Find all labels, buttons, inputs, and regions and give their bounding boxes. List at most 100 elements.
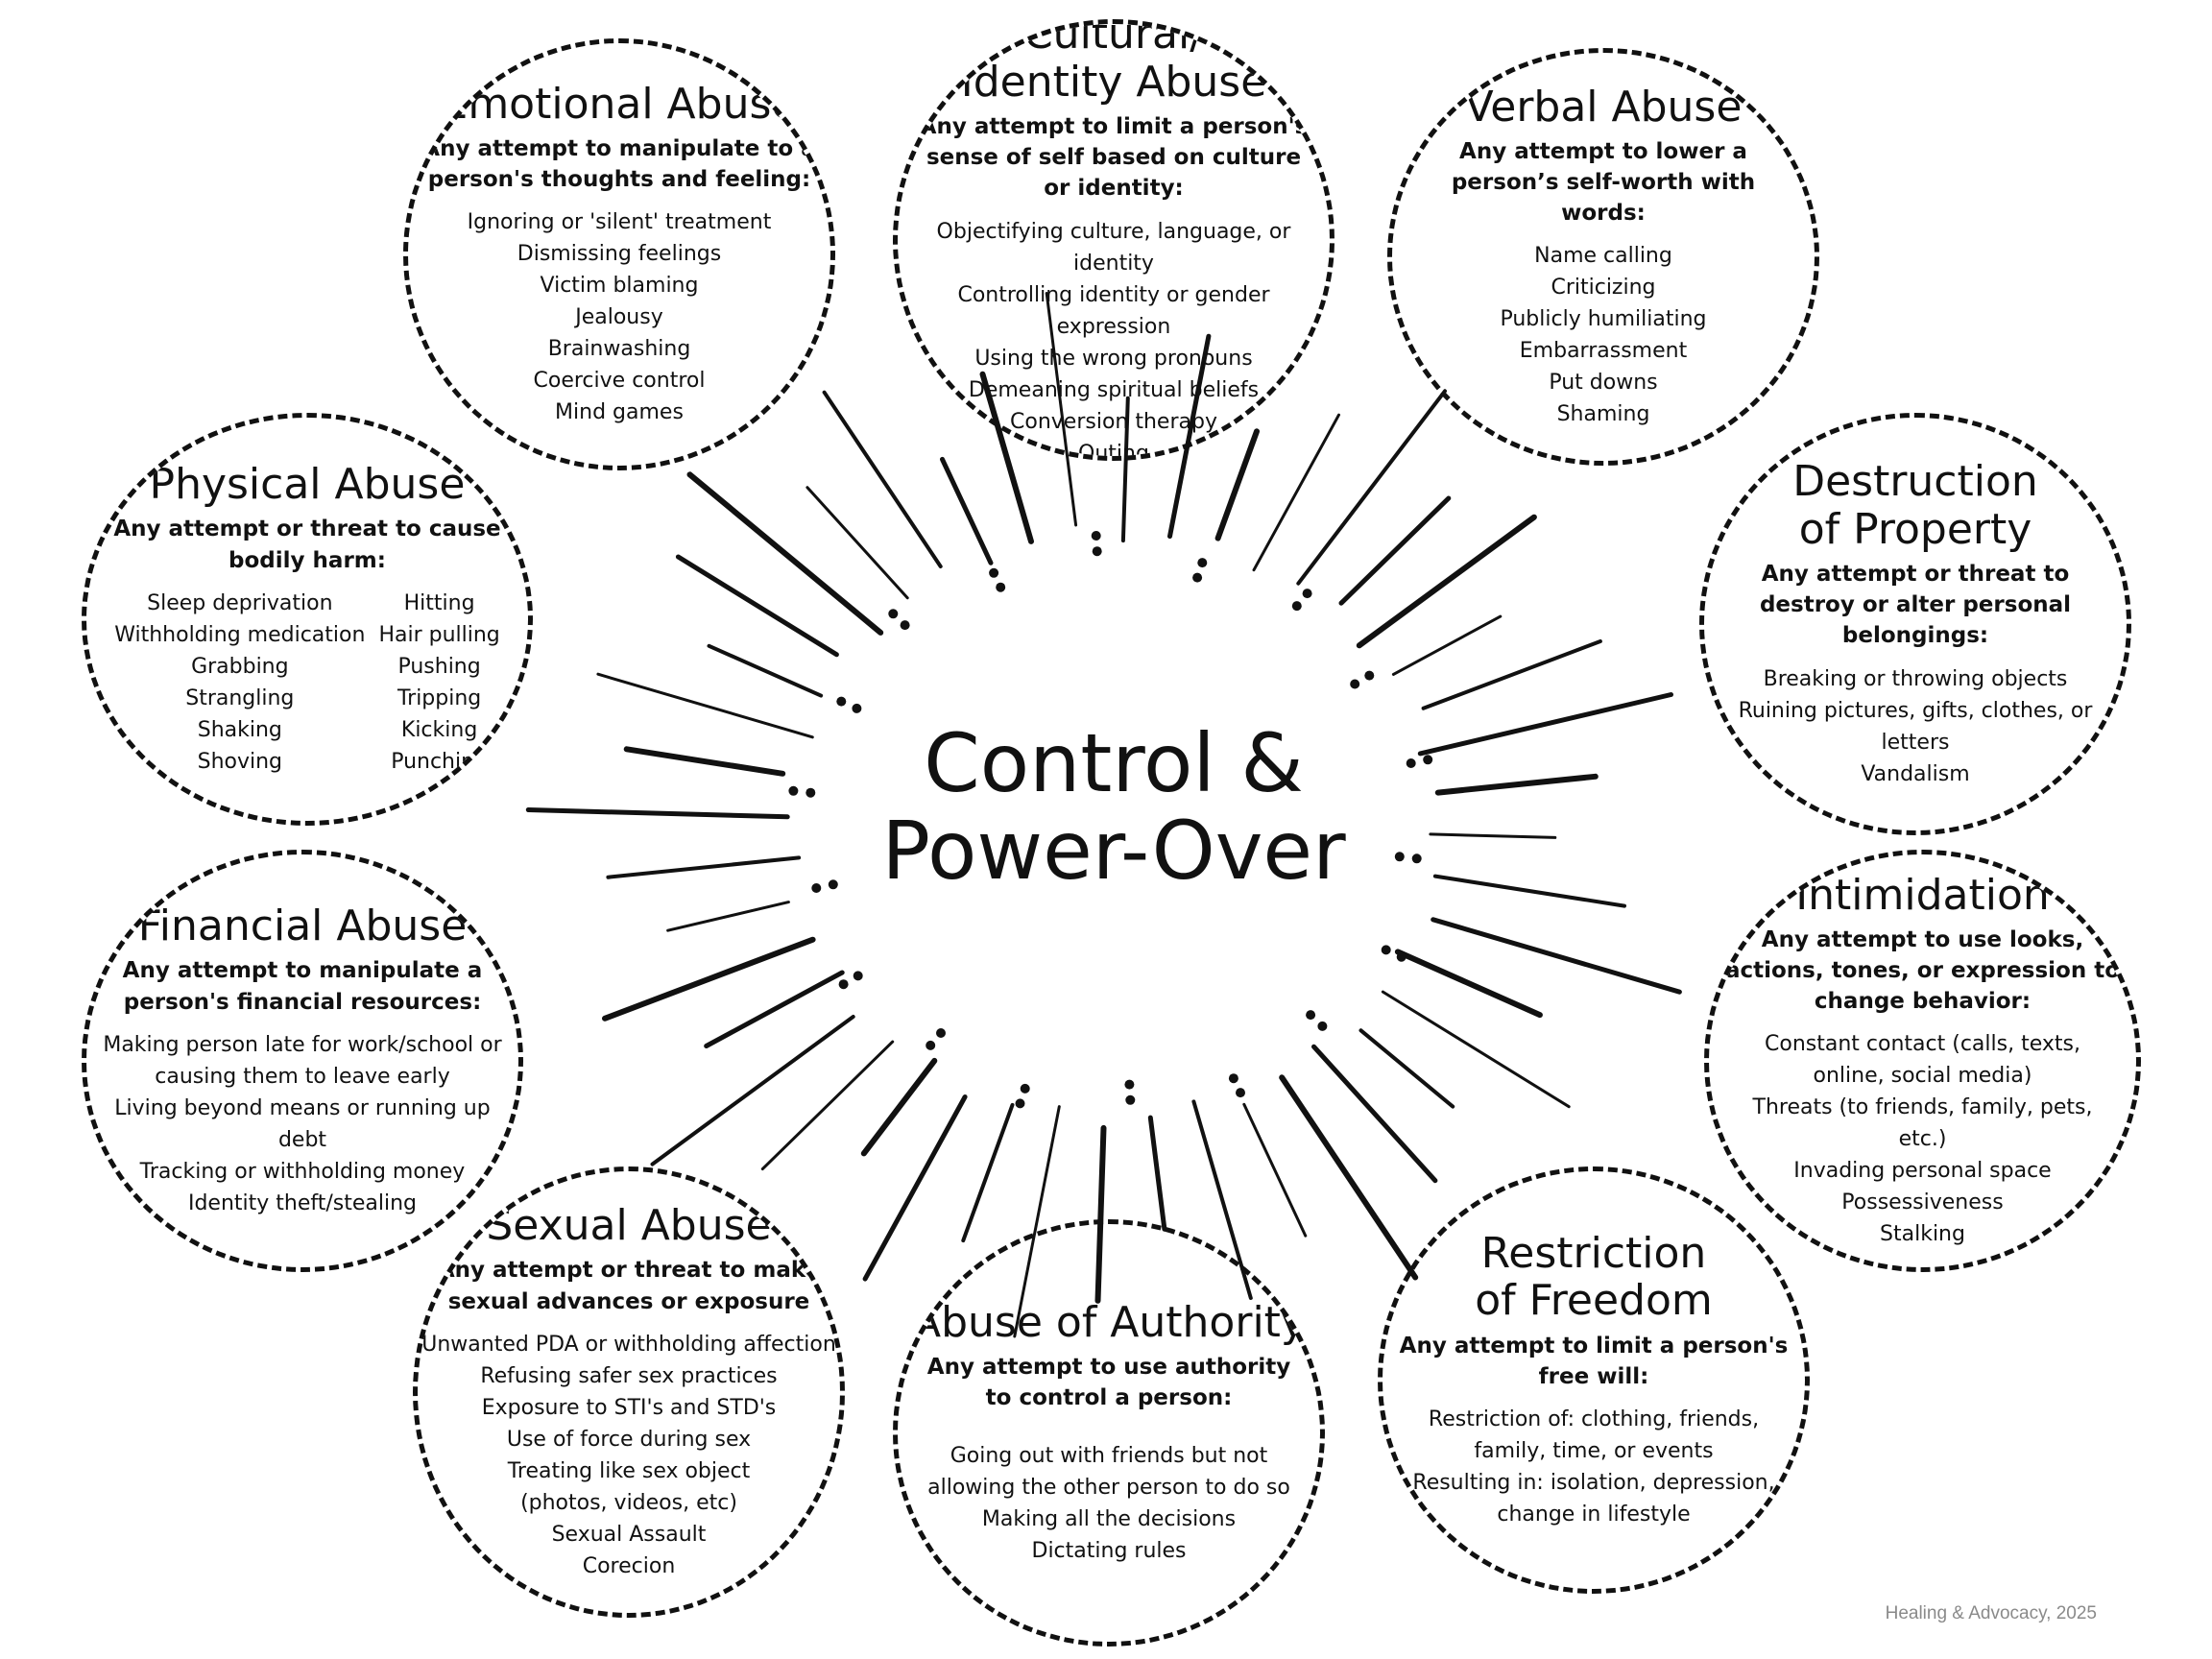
burst-dot <box>1306 1010 1316 1021</box>
list-item: Going out with friends but not allowing … <box>927 1444 1290 1501</box>
list-item: Shoving <box>197 749 283 774</box>
title-line-2: of Freedom <box>1475 1276 1713 1326</box>
center-line-1: Control & <box>924 716 1304 810</box>
list-item: Ignoring or 'silent' treatment <box>467 210 772 235</box>
list-item: Kicking <box>400 717 478 742</box>
list-item: Stalking <box>1880 1222 1965 1247</box>
burst-dot <box>1125 1094 1136 1105</box>
burst-dot <box>1406 758 1416 768</box>
burst-dot <box>853 971 863 981</box>
burst-ray <box>650 1015 855 1166</box>
financial-abuse-circle: Financial Abuse Any attempt to manipulat… <box>82 850 523 1272</box>
list-item: Sleep deprivation <box>147 590 333 615</box>
list-item: Conversion therapy <box>1010 409 1217 434</box>
abuse-of-authority-definition: Any attempt to use authority to control … <box>926 1354 1291 1411</box>
list-item: Refusing safer sex practices <box>480 1363 778 1388</box>
list-item: Use of force during sex <box>506 1427 752 1452</box>
central-concept-title: Control & Power-Over <box>806 720 1421 894</box>
burst-ray <box>1391 614 1503 676</box>
burst-dot <box>838 979 849 990</box>
list-item: Exposure to STI's and STD's <box>481 1395 777 1420</box>
burst-ray <box>1429 832 1557 839</box>
burst-dot <box>1197 558 1208 568</box>
list-item: Objectifying culture, language, or ident… <box>936 219 1291 276</box>
burst-ray <box>805 486 909 600</box>
burst-ray <box>525 807 790 820</box>
verbal-abuse-list: Name calling Criticizing Publicly humili… <box>1500 240 1706 430</box>
sexual-abuse-list: Unwanted PDA or withholding affection Re… <box>421 1329 836 1582</box>
burst-dot <box>1381 945 1391 955</box>
burst-ray <box>940 456 994 565</box>
intimidation-list: Constant contact (calls, texts, online, … <box>1709 1028 2136 1250</box>
list-item: Name calling <box>1534 244 1672 269</box>
burst-dot <box>926 1040 936 1050</box>
sexual-abuse-circle: Sexual Abuse Any attempt or threat to ma… <box>413 1166 845 1618</box>
burst-dot <box>1020 1083 1030 1094</box>
burst-ray <box>1434 773 1599 796</box>
physical-abuse-lists: Sleep deprivation Withholding medication… <box>114 588 500 778</box>
burst-dot <box>805 787 816 798</box>
burst-ray <box>822 390 943 568</box>
list-item: Dictating rules <box>1031 1539 1187 1564</box>
list-item: Criticizing <box>1551 276 1656 301</box>
list-item: Coercive control <box>533 369 706 394</box>
list-item: Mind games <box>555 400 684 425</box>
burst-ray <box>666 901 790 932</box>
list-item: (photos, videos, etc) <box>520 1490 737 1515</box>
cultural-identity-abuse-list: Objectifying culture, language, or ident… <box>898 216 1330 461</box>
destruction-of-property-circle: Destruction of Property Any attempt or t… <box>1699 413 2131 835</box>
burst-dot <box>852 703 862 713</box>
burst-dot <box>836 696 847 707</box>
verbal-abuse-title: Verbal Abuse <box>1464 82 1743 132</box>
burst-dot <box>1015 1098 1025 1109</box>
list-item: Controlling identity or gender expressio… <box>957 282 1270 339</box>
burst-ray <box>596 672 814 739</box>
burst-dot <box>1394 852 1405 862</box>
burst-dot <box>1192 572 1203 583</box>
burst-dot <box>989 567 999 578</box>
cultural-identity-abuse-circle: Cultural/ Identity Abuse Any attempt to … <box>893 19 1334 461</box>
list-item: Treating like sex object <box>507 1458 751 1483</box>
verbal-abuse-circle: Verbal Abuse Any attempt to lower a pers… <box>1387 48 1819 466</box>
burst-dot <box>1228 1073 1238 1084</box>
title-line-2: of Property <box>1798 504 2032 554</box>
burst-ray <box>1214 428 1260 541</box>
burst-dot <box>936 1028 946 1038</box>
burst-ray <box>860 1057 938 1157</box>
burst-ray <box>1417 692 1673 757</box>
title-line-1: Restriction <box>1480 1229 1707 1279</box>
list-item: Invading personal space <box>1793 1159 2052 1184</box>
burst-ray <box>862 1094 968 1282</box>
burst-ray <box>1147 1115 1167 1232</box>
list-item: Breaking or throwing objects <box>1763 666 2068 691</box>
burst-ray <box>1431 917 1682 995</box>
center-line-2: Power-Over <box>881 803 1346 898</box>
burst-dot <box>1396 951 1407 962</box>
burst-ray <box>675 554 839 658</box>
list-item: Threats (to friends, family, pets, etc.) <box>1752 1095 2093 1152</box>
financial-abuse-title: Financial Abuse <box>137 902 468 951</box>
physical-abuse-circle: Physical Abuse Any attempt or threat to … <box>82 413 533 826</box>
burst-ray <box>1296 389 1447 586</box>
list-item: Withholding medication <box>114 622 366 647</box>
intimidation-definition: Any attempt to use looks, actions, tones… <box>1724 926 2121 1015</box>
abuse-of-authority-title: Abuse of Authority <box>912 1297 1306 1347</box>
cultural-identity-abuse-definition: Any attempt to limit a person's sense of… <box>919 113 1309 202</box>
sexual-abuse-title: Sexual Abuse <box>486 1201 772 1251</box>
burst-ray <box>707 643 824 698</box>
burst-ray <box>1252 413 1340 572</box>
sexual-abuse-definition: Any attempt or threat to make sexual adv… <box>437 1258 821 1314</box>
list-item: Tracking or withholding money <box>139 1159 466 1184</box>
intimidation-circle: Intimidation Any attempt to use looks, a… <box>1704 850 2141 1272</box>
destruction-of-property-title: Destruction of Property <box>1792 458 2038 553</box>
burst-dot <box>828 879 838 890</box>
list-item: Tripping <box>397 685 482 710</box>
burst-ray <box>961 1102 1015 1243</box>
list-item: Pushing <box>397 654 481 679</box>
emotional-abuse-definition: Any attempt to manipulate to a person's … <box>422 135 816 193</box>
list-item: Outing <box>1078 441 1149 461</box>
list-item: Brainwashing <box>547 337 691 362</box>
restriction-of-freedom-definition: Any attempt to limit a person's free wil… <box>1399 1333 1789 1389</box>
list-item: Vandalism <box>1861 761 1970 786</box>
destruction-of-property-definition: Any attempt or threat to destroy or alte… <box>1759 561 2072 649</box>
